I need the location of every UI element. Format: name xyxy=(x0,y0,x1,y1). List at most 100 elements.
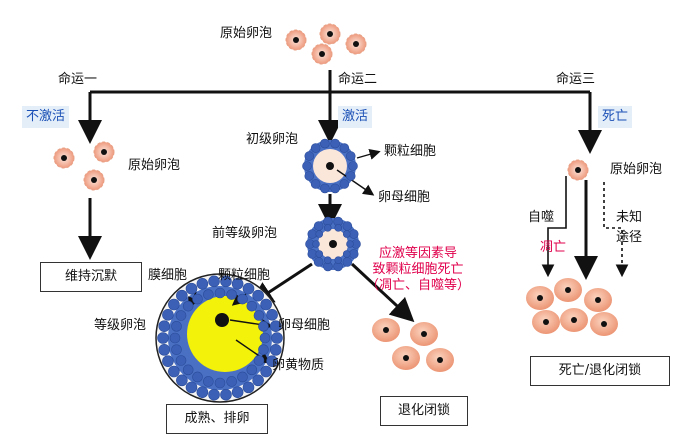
graded-granulosa-cell xyxy=(168,365,180,378)
graded-granulosa-cell xyxy=(214,287,226,299)
graded-granulosa-cell xyxy=(226,376,237,387)
graded-granulosa-cell xyxy=(220,388,232,401)
graded-granulosa-cell xyxy=(253,355,265,366)
graded-granulosa-cell xyxy=(171,344,182,355)
granulosa-cell xyxy=(315,250,324,258)
graded-granulosa-cell xyxy=(266,355,278,367)
pointer-granulosa xyxy=(356,148,381,160)
graded-granulosa-cell xyxy=(185,282,198,295)
yolk-label: 卵黄物质 xyxy=(272,358,325,373)
branch-lines xyxy=(78,70,602,154)
cause-line-2: 致颗粒细胞死亡 xyxy=(372,262,464,277)
graded-granulosa-cell xyxy=(175,355,187,366)
path-unknown-label: 未知途径 xyxy=(616,210,643,245)
granulosa-cell xyxy=(334,224,343,232)
primordial-cluster-top xyxy=(285,23,367,65)
graded-granulosa-cell xyxy=(196,277,209,290)
preantral-title: 前等级卵泡 xyxy=(212,226,278,241)
graded-granulosa-cell xyxy=(231,277,244,290)
graded-granulosa-cell xyxy=(260,365,272,378)
granulosa-cell xyxy=(330,183,340,194)
granulosa-cell xyxy=(304,171,315,181)
graded-granulosa-cell xyxy=(203,376,214,387)
primary-follicle xyxy=(304,140,356,192)
outcome-ovulation: 成熟、排卵 xyxy=(166,404,268,434)
graded-granulosa-cell xyxy=(258,344,269,355)
primordial-single-right xyxy=(567,159,589,181)
graded-granulosa-cell xyxy=(171,321,182,332)
graded-granulosa-cell xyxy=(269,344,282,356)
granulosa-cell xyxy=(313,221,324,231)
graded-granulosa-cell xyxy=(214,377,226,389)
granulosa-cell xyxy=(323,256,332,264)
granulosa-cell xyxy=(320,183,330,194)
primary-follicle-title: 初级卵泡 xyxy=(246,132,299,147)
graded-granulosa-cell xyxy=(192,293,203,305)
graded-granulosa-cell xyxy=(246,300,258,312)
atretic-cells-center xyxy=(372,318,454,372)
fate-three-paths xyxy=(541,176,629,280)
granulosa-cell xyxy=(330,138,340,149)
outcome-dormant: 维持沉默 xyxy=(40,262,142,292)
granulosa-cell xyxy=(334,256,343,264)
tag-death: 死亡 xyxy=(598,106,633,128)
graded-granulosa-cell xyxy=(242,282,255,295)
atresia-cause-note: 应激等因素导 致颗粒细胞死亡 （凋亡、自噬等） xyxy=(366,246,470,294)
graded-granulosa-cell xyxy=(176,374,188,387)
pointer-oocyte xyxy=(336,169,375,196)
granulosa-cell xyxy=(323,224,332,232)
graded-granulosa-cell xyxy=(252,289,264,302)
fate-three-label: 命运三 xyxy=(556,72,596,87)
granulosa-cell xyxy=(348,229,359,239)
graded-granulosa-cell xyxy=(237,371,248,383)
primary-oocyte-label: 卵母细胞 xyxy=(378,190,431,205)
granulosa-cell xyxy=(307,249,318,259)
graded-granulosa-cell xyxy=(253,310,265,321)
graded-granulosa-cell xyxy=(185,381,198,394)
graded-follicle-title: 等级卵泡 xyxy=(94,318,147,333)
granulosa-cell xyxy=(342,250,351,258)
granulosa-cell xyxy=(346,240,354,248)
arrow-to-atresia xyxy=(350,262,415,323)
graded-granulosa-cell xyxy=(242,381,255,394)
fate-one-follicle-label: 原始卵泡 xyxy=(128,158,181,173)
atretic-cells-right xyxy=(526,278,618,336)
path-autophagy-label: 自噬 xyxy=(528,210,555,225)
graded-granulosa-cell xyxy=(157,332,169,344)
graded-granulosa-cell xyxy=(182,364,194,376)
graded-granulosa-cell xyxy=(162,355,174,367)
granulosa-cell xyxy=(310,179,321,189)
graded-granulosa-label: 颗粒细胞 xyxy=(218,268,271,283)
fate-two-label: 命运二 xyxy=(338,72,378,87)
graded-granulosa-cell xyxy=(259,332,271,344)
graded-granulosa-cell xyxy=(231,386,244,399)
graded-granulosa-cell xyxy=(208,388,220,401)
granulosa-cell xyxy=(348,249,359,259)
graded-granulosa-cell xyxy=(162,309,174,321)
outcome-atresia: 退化闭锁 xyxy=(380,396,468,426)
graded-granulosa-cell xyxy=(168,298,180,311)
granulosa-cell xyxy=(339,179,350,189)
graded-granulosa-cell xyxy=(258,321,269,332)
graded-granulosa-cell xyxy=(176,289,188,302)
graded-granulosa-cell xyxy=(158,320,171,332)
granulosa-cell xyxy=(310,143,321,153)
graded-granulosa-cell xyxy=(271,332,283,344)
top-primordial-label: 原始卵泡 xyxy=(220,26,273,41)
graded-granulosa-cell xyxy=(175,310,187,321)
graded-granulosa-cell xyxy=(208,275,220,288)
outcome-death-atresia: 死亡/退化闭锁 xyxy=(530,356,670,386)
primordial-cluster-left xyxy=(53,141,115,191)
graded-oocyte-label: 卵母细胞 xyxy=(278,318,331,333)
granulosa-cell xyxy=(339,143,350,153)
granulosa-cell xyxy=(302,161,312,171)
granulosa-cell xyxy=(345,171,356,181)
graded-granulosa-cell xyxy=(237,293,248,305)
granulosa-cell xyxy=(345,151,356,161)
graded-granulosa-cell xyxy=(269,320,282,332)
granulosa-cell xyxy=(315,230,324,238)
graded-granulosa-cell xyxy=(158,344,171,356)
graded-granulosa-cell xyxy=(220,275,232,288)
cause-line-3: （凋亡、自噬等） xyxy=(366,278,471,293)
graded-granulosa-cell xyxy=(192,371,203,383)
